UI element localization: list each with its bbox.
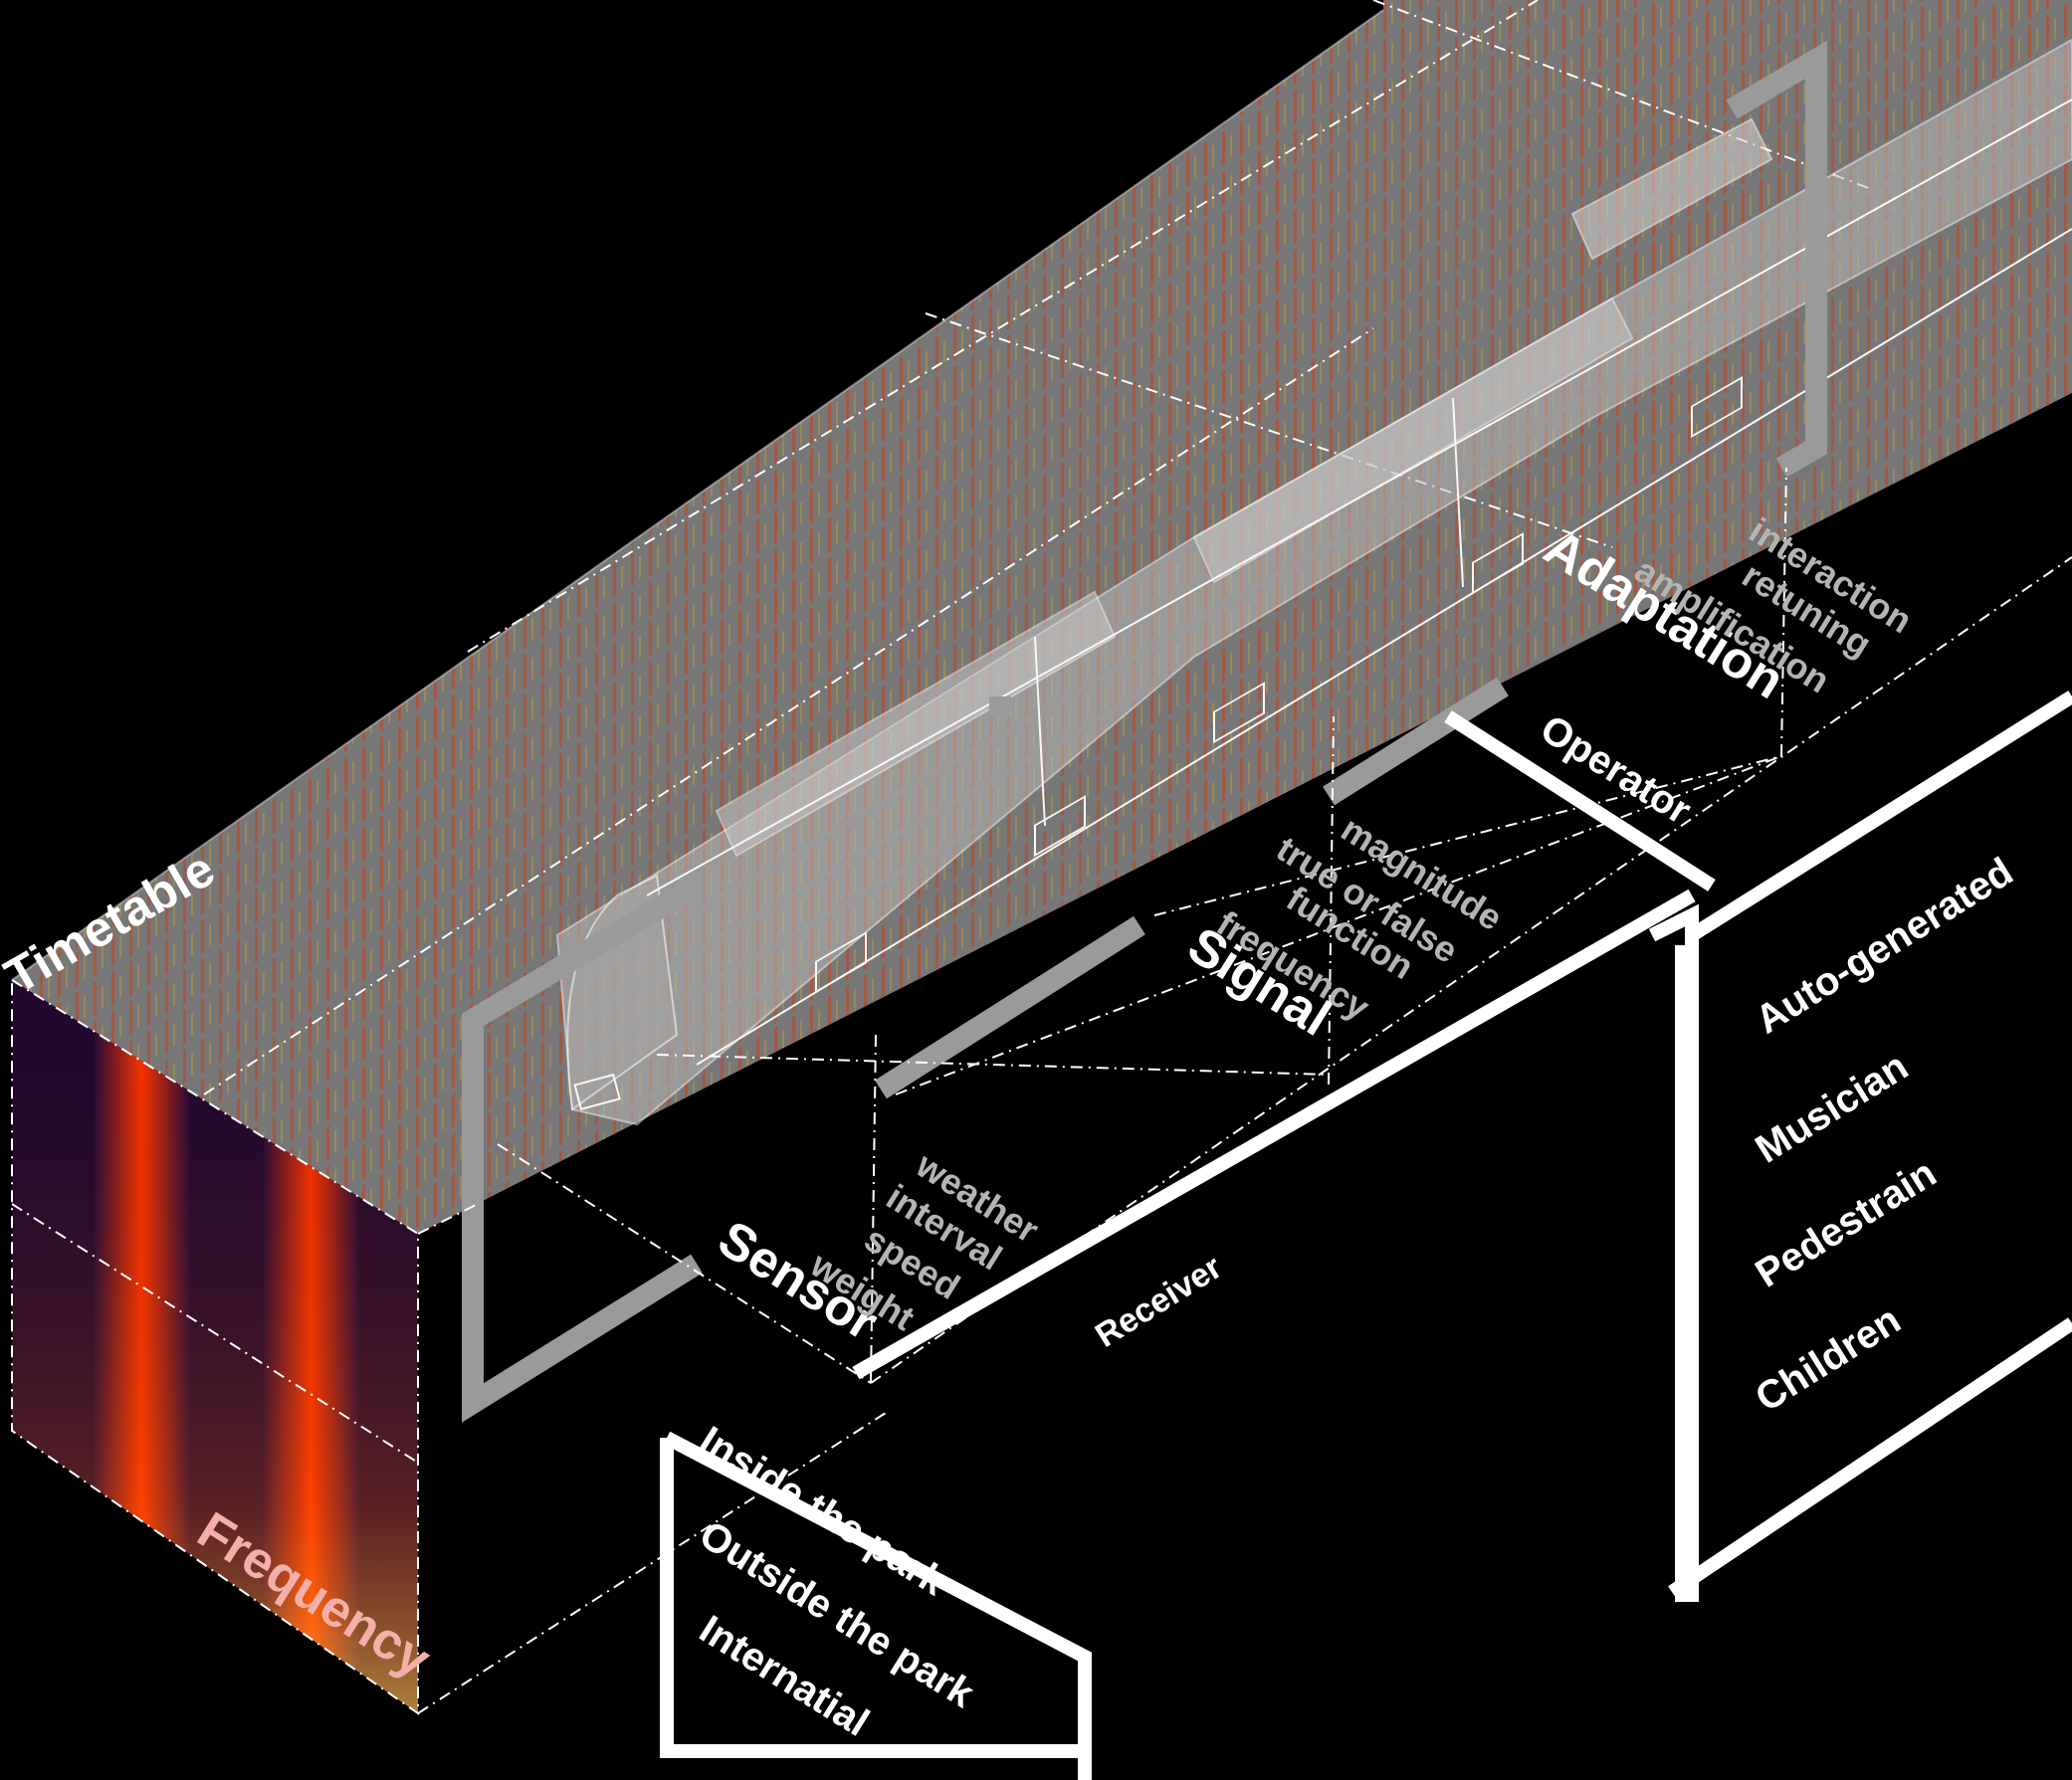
train-illustration <box>555 38 2072 1126</box>
operator-option-pedestrain: Pedestrain <box>1748 1151 1944 1296</box>
adaptation-gate-frame <box>1323 40 1827 806</box>
operator-option-children: Children <box>1748 1297 1908 1420</box>
receiver-options: Inside the park Outside the park Interna… <box>692 1418 982 1745</box>
operator-label: Operator <box>1533 706 1699 833</box>
operator-options: Auto-generated Musician Pedestrain Child… <box>1748 850 2020 1421</box>
operator-option-musician: Musician <box>1748 1045 1915 1172</box>
receiver-label: Receiver <box>1089 1248 1228 1354</box>
receiver-box <box>660 889 1696 1780</box>
timetable-panel <box>11 0 2072 1234</box>
sensor-gate-frame <box>462 876 703 1423</box>
operator-box <box>1444 691 2072 1602</box>
